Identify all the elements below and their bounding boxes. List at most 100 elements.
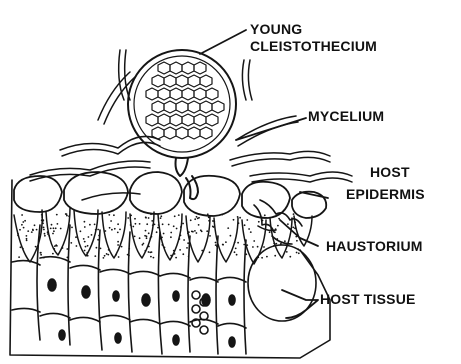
texture-dot <box>100 248 102 250</box>
texture-dot <box>96 247 98 249</box>
texture-dot <box>168 224 170 226</box>
texture-dot <box>250 231 252 233</box>
texture-dot <box>153 257 155 259</box>
texture-dot <box>50 228 52 230</box>
texture-dot <box>170 255 172 257</box>
texture-dot <box>296 240 298 242</box>
texture-dot <box>215 242 217 244</box>
texture-dot <box>31 231 33 233</box>
texture-dot <box>244 224 246 226</box>
texture-dot <box>215 244 217 246</box>
texture-dot <box>121 246 123 248</box>
texture-dot <box>257 246 259 248</box>
texture-dot <box>104 255 106 257</box>
cleistothecium-cell <box>206 114 218 126</box>
texture-dot <box>32 229 34 231</box>
texture-dot <box>163 233 165 235</box>
texture-dot <box>197 218 199 220</box>
texture-dot <box>145 217 147 219</box>
texture-dot <box>42 219 44 221</box>
texture-dot <box>151 220 153 222</box>
texture-dot <box>286 251 288 253</box>
texture-dot <box>293 213 295 215</box>
texture-dot <box>208 220 210 222</box>
texture-dot <box>130 215 132 217</box>
texture-dot <box>42 222 44 224</box>
texture-dot <box>161 244 163 246</box>
cleistothecium-cell <box>188 127 200 139</box>
texture-dot <box>243 244 245 246</box>
texture-dot <box>27 230 29 232</box>
texture-dot <box>258 221 260 223</box>
texture-dot <box>80 230 82 232</box>
texture-dot <box>87 255 89 257</box>
texture-dot <box>128 248 130 250</box>
cleistothecium-cell <box>188 75 200 87</box>
texture-dot <box>162 223 164 225</box>
cleistothecium-cell <box>188 101 200 113</box>
texture-dot <box>194 218 196 220</box>
cleistothecium-cell <box>182 114 194 126</box>
cleistothecium-cell <box>170 114 182 126</box>
texture-dot <box>66 213 68 215</box>
texture-dot <box>148 232 150 234</box>
label-haustorium: HAUSTORIUM <box>326 239 423 254</box>
texture-dot <box>183 239 185 241</box>
cleistothecium-cell <box>158 62 170 74</box>
texture-dot <box>292 227 294 229</box>
texture-dot <box>230 235 232 237</box>
texture-dot <box>139 237 141 239</box>
texture-dot <box>18 256 20 258</box>
texture-dot <box>174 215 176 217</box>
texture-dot <box>213 226 215 228</box>
texture-dot <box>95 229 97 231</box>
cleistothecium-cell <box>146 114 158 126</box>
texture-dot <box>52 233 54 235</box>
texture-dot <box>237 242 239 244</box>
cleistothecium-cell <box>200 75 212 87</box>
texture-dot <box>41 219 43 221</box>
texture-dot <box>97 239 99 241</box>
texture-dot <box>180 226 182 228</box>
cleistothecium-cell <box>152 75 164 87</box>
cleistothecium-cell <box>164 75 176 87</box>
texture-dot <box>26 238 28 240</box>
texture-dot <box>108 214 110 216</box>
texture-dot <box>201 231 203 233</box>
texture-dot <box>248 228 250 230</box>
cleistothecium-cell <box>164 127 176 139</box>
texture-dot <box>118 256 120 258</box>
texture-dot <box>159 238 161 240</box>
texture-dot <box>280 244 282 246</box>
cleistothecium-cell <box>182 62 194 74</box>
texture-dot <box>148 251 150 253</box>
texture-dot <box>68 215 70 217</box>
texture-dot <box>110 220 112 222</box>
texture-dot <box>196 216 198 218</box>
texture-dot <box>53 230 55 232</box>
texture-dot <box>17 235 19 237</box>
texture-dot <box>144 250 146 252</box>
texture-dot <box>296 252 298 254</box>
texture-dot <box>201 250 203 252</box>
texture-dot <box>56 214 58 216</box>
texture-dot <box>22 221 24 223</box>
texture-dot <box>71 227 73 229</box>
texture-dot <box>149 237 151 239</box>
texture-dot <box>106 253 108 255</box>
texture-dot <box>253 240 255 242</box>
texture-dot <box>234 251 236 253</box>
texture-dot <box>277 225 279 227</box>
texture-dot <box>194 230 196 232</box>
texture-dot <box>43 229 45 231</box>
texture-dot <box>246 244 248 246</box>
texture-dot <box>47 233 49 235</box>
texture-dot <box>146 237 148 239</box>
texture-dot <box>41 214 43 216</box>
cleistothecium-cell <box>176 127 188 139</box>
texture-dot <box>180 235 182 237</box>
texture-dot <box>182 223 184 225</box>
texture-dot <box>298 252 300 254</box>
texture-dot <box>62 247 64 249</box>
texture-dot <box>108 249 110 251</box>
